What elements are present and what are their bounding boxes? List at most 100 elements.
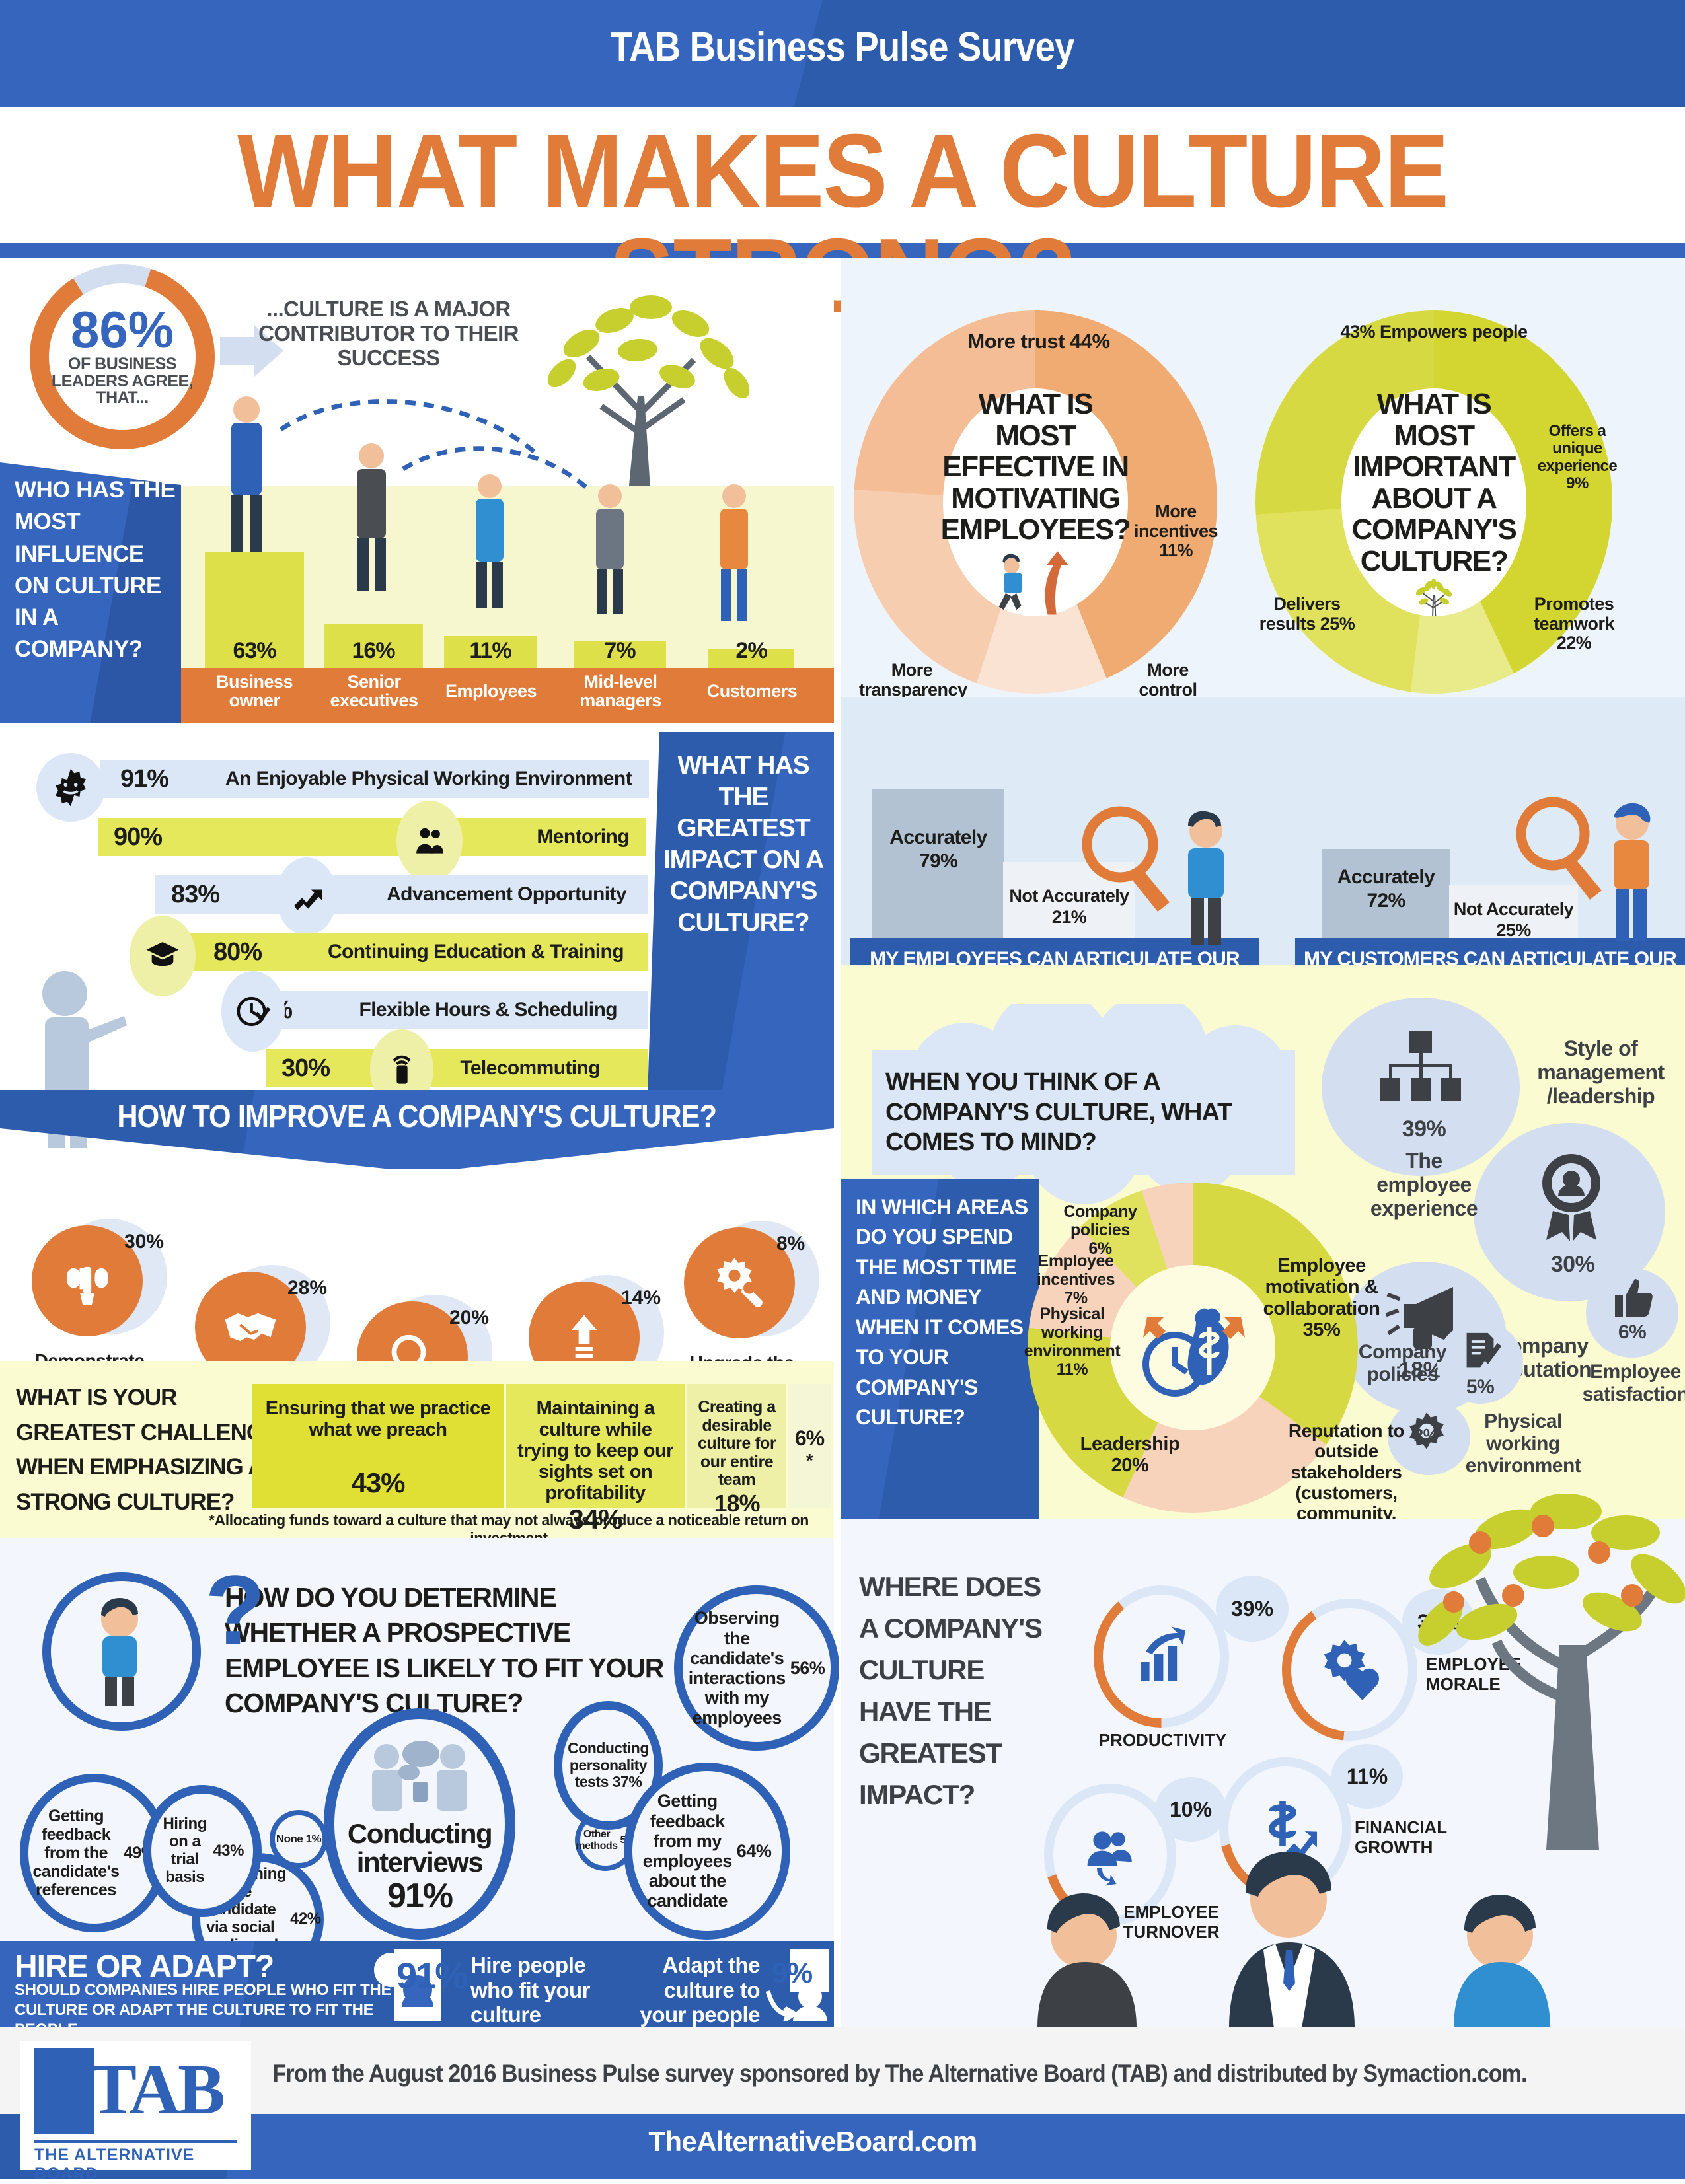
bar-label-employees: Employees	[445, 681, 537, 701]
where-question: WHERE DOES A COMPANY'S CULTURE HAVE THE …	[859, 1571, 1043, 1810]
influence-chart-base	[181, 668, 834, 723]
impact-label-4: Continuing Education & Training	[327, 941, 624, 963]
gear-heart-icon	[1324, 1639, 1379, 1700]
impact-label-3: Advancement Opportunity	[387, 883, 627, 905]
hire-label: Hire people who fit your culture	[470, 1953, 590, 2027]
prospective-bubble-interviews: Conducting interviews 91%	[324, 1708, 515, 1940]
impact-question: WHAT HAS THE GREATEST IMPACT ON A COMPAN…	[663, 751, 824, 937]
challenge-item-4: 6% *	[788, 1384, 831, 1508]
spend-question: IN WHICH AREAS DO YOU SPEND THE MOST TIM…	[856, 1195, 1028, 1430]
logo-rule	[34, 2140, 237, 2143]
apple-tree-illustration	[1418, 1494, 1685, 1850]
strong-arm-icon	[32, 1225, 143, 1336]
bar-label-mid-level-managers: Mid-level managers	[580, 672, 661, 711]
logo-name: TAB	[89, 2051, 225, 2129]
mind-value-experience: 30%	[1550, 1252, 1595, 1277]
important-label-teamwork: Promotes teamwork 22%	[1533, 594, 1615, 653]
footer-url[interactable]: TheAlternativeBoard.com	[648, 2126, 977, 2157]
gear-wrench-icon	[684, 1227, 795, 1338]
challenge-label-3: Creating a desirable culture for our ent…	[697, 1398, 776, 1489]
important-label-empowers: 43% Empowers people	[1340, 322, 1528, 342]
where-value-productivity: 39%	[1216, 1576, 1289, 1642]
important-question: WHAT IS MOST IMPORTANT ABOUT A COMPANY'S…	[1351, 388, 1517, 577]
where-label-turnover: EMPLOYEE TURNOVER	[1123, 1902, 1220, 1942]
mind-value-management: 39%	[1402, 1116, 1446, 1142]
mind-value-reputation: 18%	[1398, 1358, 1443, 1383]
challenge-item-1: Ensuring that we practice what we preach…	[252, 1384, 504, 1508]
puzzle-person-icon	[374, 1949, 441, 2021]
where-label-productivity: PRODUCTIVITY	[1098, 1730, 1227, 1750]
up-arrow-icon	[276, 857, 337, 935]
agree-donut: 86% OF BUSINESS LEADERS AGREE, THAT...	[30, 264, 215, 449]
influence-question: WHO HAS THE MOST INFLUENCE ON CULTURE IN…	[15, 477, 176, 663]
checklist-icon	[1466, 1332, 1502, 1368]
thumbs-up-icon	[1615, 1279, 1653, 1317]
bar-label-business-owner: Business owner	[215, 672, 293, 711]
improve-value-1: 30%	[124, 1231, 165, 1253]
impact-label-1: An Enjoyable Physical Working Environmen…	[225, 768, 632, 789]
tree-illustration	[547, 295, 750, 499]
agree-subtext: OF BUSINESS LEADERS AGREE, THAT...	[51, 355, 194, 408]
agree-percent: 86%	[70, 301, 174, 359]
bar-senior-executives: 16%	[324, 624, 423, 668]
improve-value-2: 28%	[287, 1277, 328, 1299]
challenge-label-2: Maintaining a culture while trying to ke…	[517, 1398, 673, 1504]
magnifier-person-blue	[1082, 806, 1224, 945]
megaphone-icon	[1385, 1287, 1453, 1349]
mind-value-policies: 5%	[1466, 1376, 1495, 1398]
bar-label-customers: Customers	[706, 681, 798, 701]
clock-check-icon	[221, 971, 285, 1052]
hire-adapt-title: HIRE OR ADAPT?	[15, 1949, 274, 1984]
interview-illustration	[372, 1741, 467, 1811]
hire-value: 91%	[396, 1955, 468, 1996]
footer-source: From the August 2016 Business Pulse surv…	[272, 2060, 1528, 2087]
impact-value-2: 90%	[114, 822, 163, 851]
prospective-value-interviews: 91%	[387, 1876, 453, 1915]
prospective-bubble-employee-feedback: Getting feedback from my employees about…	[624, 1763, 790, 1940]
prospective-label-interviews: Conducting interviews	[347, 1818, 493, 1877]
impact-value-1: 91%	[120, 764, 169, 793]
where-value-financial: 11%	[1331, 1744, 1403, 1809]
prospective-bubble-observing: Observing the candidate's interactions w…	[674, 1585, 839, 1751]
people-icon	[396, 801, 463, 881]
logo-mark-icon	[34, 2048, 94, 2134]
challenge-question: WHAT IS YOUR GREATEST CHALLENGE WHEN EMP…	[16, 1385, 279, 1515]
header-wedge	[0, 0, 1685, 107]
spend-panel	[841, 1179, 1039, 1519]
impact-value-6: 30%	[281, 1054, 330, 1082]
header-eyebrow: TAB Business Pulse Survey	[611, 24, 1075, 70]
impact-label-6: Telecommuting	[460, 1057, 600, 1079]
sapling-illustration	[1415, 578, 1452, 616]
mind-label-management: Style of management /leadership	[1537, 1037, 1665, 1108]
prospective-title: HOW DO YOU DETERMINE WHETHER A PROSPECTI…	[225, 1582, 664, 1718]
title-underline	[0, 243, 1685, 258]
bar-employees: 11%	[444, 636, 537, 668]
improve-title: HOW TO IMPROVE A COMPANY'S CULTURE?	[117, 1099, 718, 1134]
challenge-value-4: 6%	[794, 1426, 825, 1451]
bar-label-senior-executives: Senior executives	[330, 672, 418, 711]
title-banner	[0, 107, 1685, 243]
mind-label-policies: Company policies	[1358, 1341, 1447, 1385]
adapt-person-icon	[765, 1949, 829, 2021]
smiley-gear-icon	[36, 753, 105, 822]
impact-label-5: Flexible Hours & Scheduling	[359, 999, 617, 1021]
motivating-donut: WHAT IS MOST EFFECTIVE IN MOTIVATING EMP…	[854, 310, 1217, 694]
important-label-delivers: Delivers results 25%	[1259, 594, 1355, 634]
adapt-label: Adapt the culture to your people	[640, 1953, 760, 2027]
where-ring-morale	[1282, 1599, 1417, 1741]
challenge-item-2: Maintaining a culture while trying to ke…	[506, 1384, 685, 1535]
spend-pie-core	[1110, 1265, 1275, 1430]
people-cycle-icon	[1087, 1831, 1132, 1885]
motivating-question: WHAT IS MOST EFFECTIVE IN MOTIVATING EMP…	[940, 388, 1131, 546]
impact-panel	[648, 732, 834, 1095]
motivating-label-incentives: More incentives 11%	[1133, 501, 1218, 561]
logo-subtitle: THE ALTERNATIVE BOARD	[34, 2146, 195, 2183]
mind-value-satisfaction: 6%	[1618, 1321, 1647, 1343]
